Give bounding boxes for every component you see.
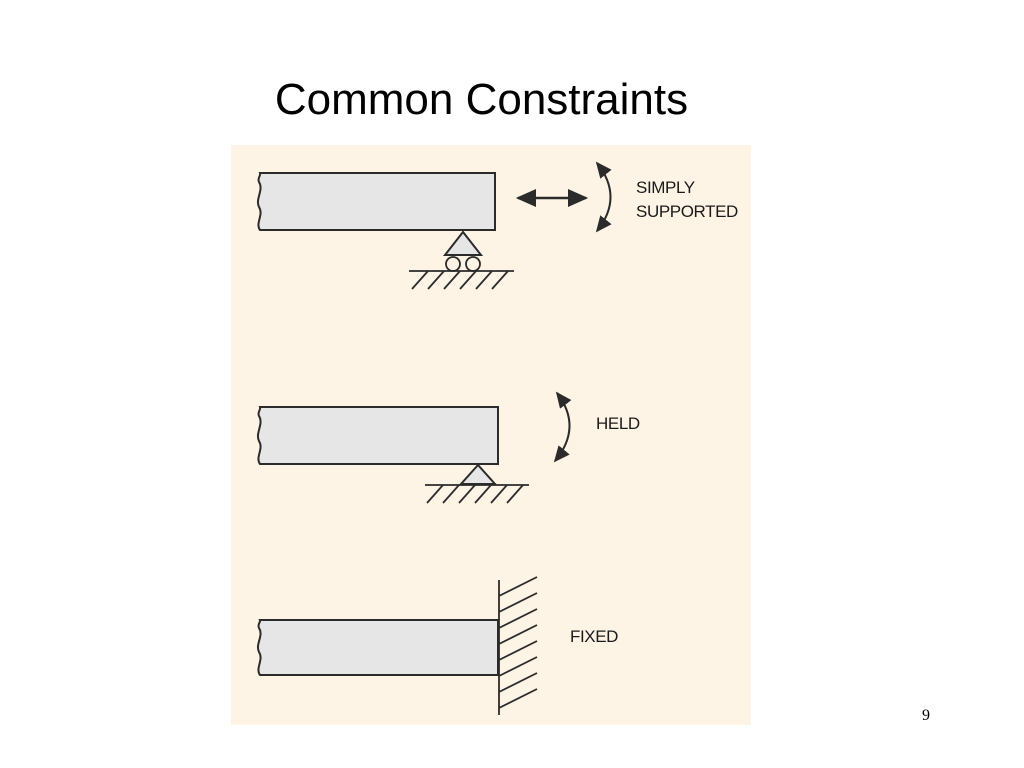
simply-supported-beam bbox=[257, 172, 496, 231]
slide-title: Common Constraints bbox=[274, 75, 689, 124]
constraints-figure: SIMPLY SUPPORTED HELD bbox=[231, 145, 751, 725]
held-label: HELD bbox=[596, 414, 640, 433]
simply-supported-group: SIMPLY SUPPORTED bbox=[257, 161, 738, 290]
fixed-label: FIXED bbox=[570, 627, 618, 646]
pin-support-triangle bbox=[458, 463, 498, 485]
fixed-wall-hatch bbox=[498, 576, 538, 715]
held-group: HELD bbox=[257, 391, 640, 504]
simply-supported-label-line-1: SIMPLY bbox=[636, 178, 695, 197]
simply-supported-rotation-arrow-icon bbox=[595, 161, 612, 233]
roller-support-triangle bbox=[442, 230, 484, 256]
simply-supported-label: SIMPLY SUPPORTED bbox=[636, 178, 738, 221]
roller-right-circle bbox=[465, 256, 481, 272]
page-number: 9 bbox=[922, 707, 930, 724]
fixed-label-line-1: FIXED bbox=[570, 627, 618, 646]
constraints-diagram: SIMPLY SUPPORTED HELD bbox=[231, 145, 751, 725]
fixed-group: FIXED bbox=[257, 576, 619, 715]
simply-supported-ground-hatch bbox=[409, 270, 514, 290]
held-label-line-1: HELD bbox=[596, 414, 640, 433]
held-beam bbox=[257, 406, 499, 465]
held-rotation-arrow-icon bbox=[553, 391, 572, 463]
simply-supported-label-line-2: SUPPORTED bbox=[636, 202, 738, 221]
fixed-beam bbox=[257, 619, 499, 676]
held-ground-hatch bbox=[425, 484, 529, 504]
roller-left-circle bbox=[445, 256, 461, 272]
